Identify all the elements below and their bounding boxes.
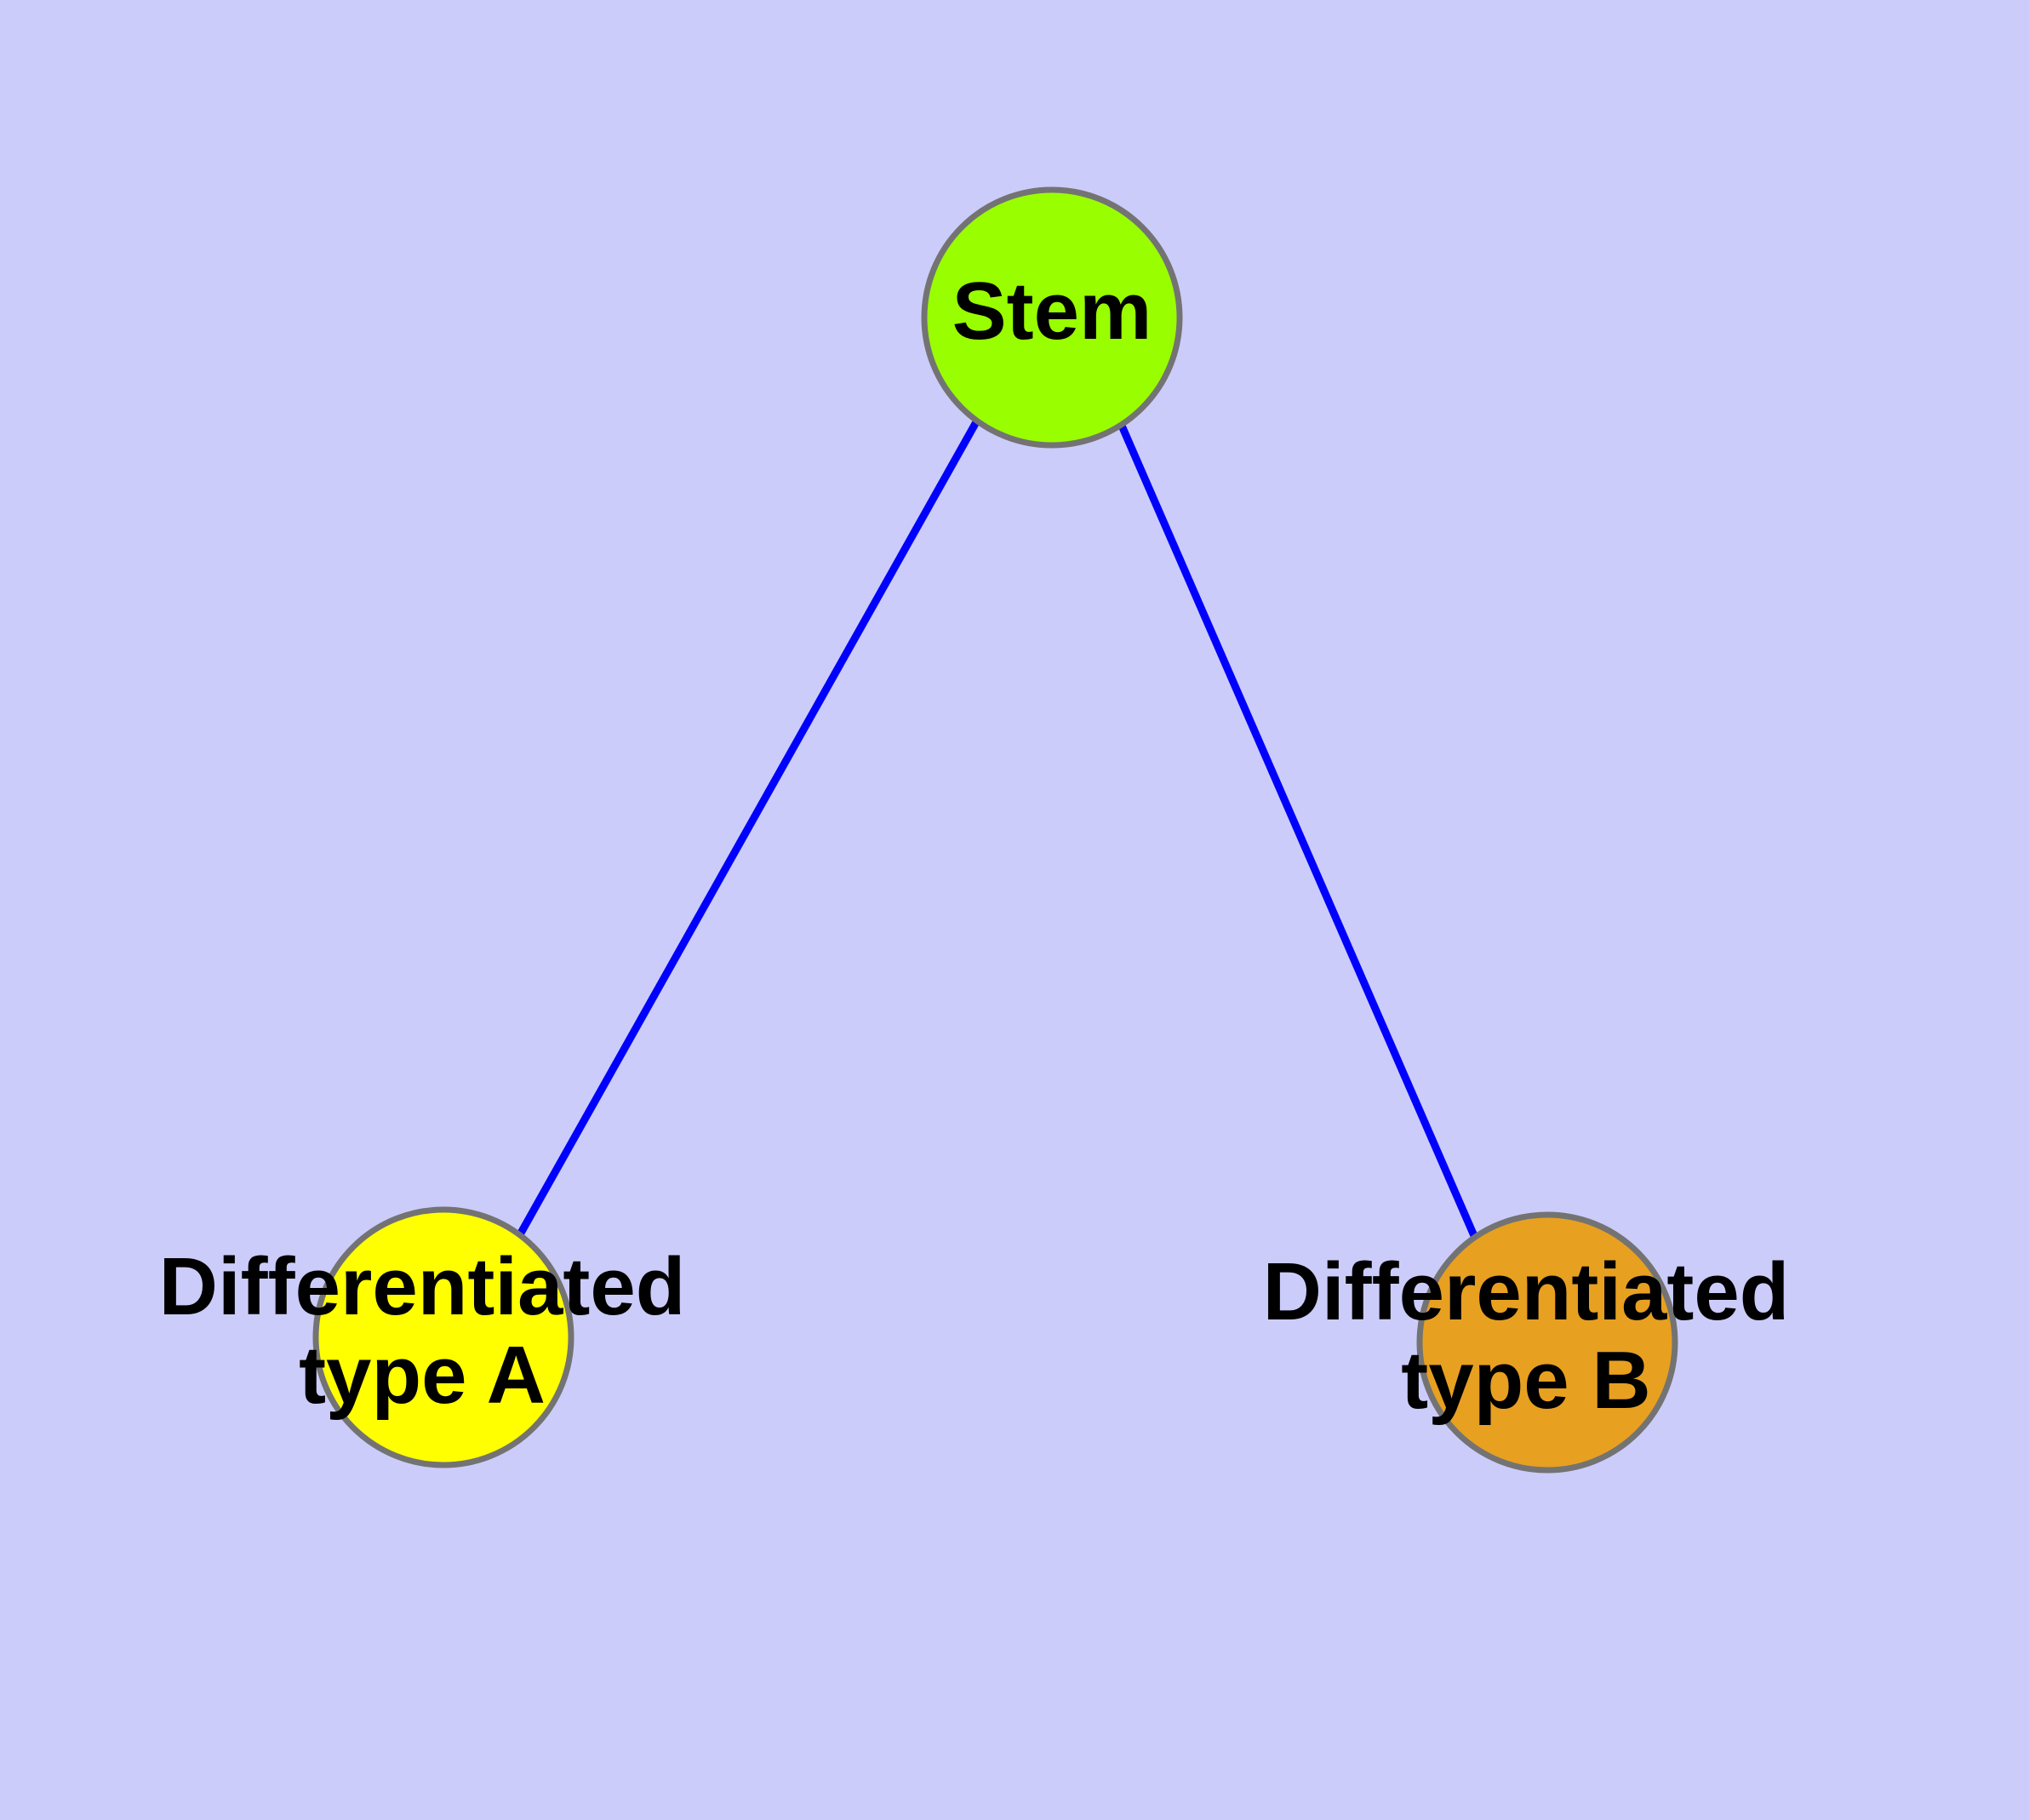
edge-stem-to-differentiated-type-a [516, 418, 980, 1239]
node-label-line: type A [299, 1330, 546, 1421]
node-differentiated-type-b[interactable] [1416, 1211, 1678, 1474]
node-stem[interactable] [921, 186, 1183, 449]
edge-stem-to-differentiated-type-b [1117, 424, 1479, 1239]
node-label-line: Stem [952, 266, 1152, 357]
node-label-stem: Stem [952, 266, 1152, 357]
node-label-line: Differentiated [159, 1241, 686, 1332]
edges-layer [516, 418, 1479, 1239]
node-differentiated-type-a[interactable] [312, 1206, 574, 1468]
node-label-line: Differentiated [1263, 1246, 1790, 1337]
nodes-layer [312, 186, 1678, 1474]
node-label-line: type B [1401, 1335, 1650, 1426]
